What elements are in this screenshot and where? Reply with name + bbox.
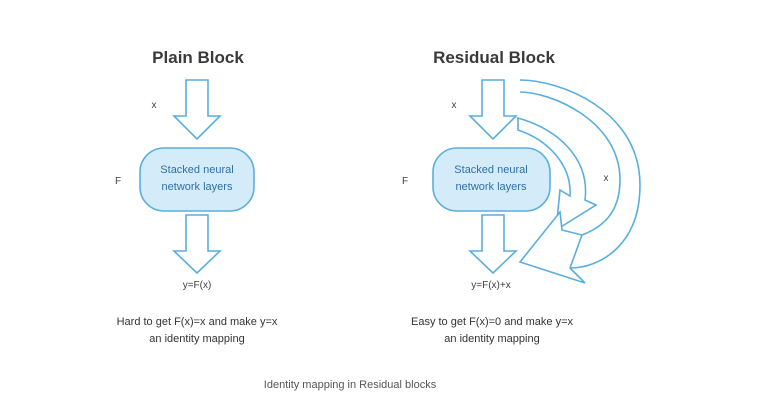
residual-skip-connection-arrow [519,79,641,269]
residual-box-label-line1: Stacked neural [454,164,527,176]
residual-box-label-line2: network layers [456,181,527,193]
plain-box-label-line2: network layers [162,181,233,193]
residual-input-arrow [468,79,518,141]
plain-box-label-line1: Stacked neural [160,164,233,176]
residual-skip-label: x [604,173,609,184]
figure-caption: Identity mapping in Residual blocks [264,379,437,391]
residual-block: Residual Block x F Stacked neural networ… [402,48,641,345]
plain-input-arrow [172,79,222,141]
residual-block-title: Residual Block [433,48,555,67]
residual-function-label: F [402,176,408,187]
plain-output-label: y=F(x) [183,280,212,291]
plain-input-label: x [152,100,157,111]
residual-description-line2: an identity mapping [444,333,539,345]
residual-output-arrow [468,214,518,275]
residual-output-label: y=F(x)+x [471,280,510,291]
plain-description-line2: an identity mapping [149,333,244,345]
plain-block: Plain Block x F Stacked neural network l… [115,48,278,345]
residual-skip-connection-inner [519,91,621,236]
plain-output-arrow [172,214,222,275]
plain-description-line1: Hard to get F(x)=x and make y=x [117,316,278,328]
residual-upper-curve-arrow [517,116,598,232]
plain-block-title: Plain Block [152,48,244,67]
residual-stacked-layers-box [432,147,551,212]
residual-description-line1: Easy to get F(x)=0 and make y=x [411,316,574,328]
plain-stacked-layers-box [139,147,255,212]
residual-skip-arrowhead [518,209,586,284]
residual-input-label: x [452,100,457,111]
plain-function-label: F [115,176,121,187]
